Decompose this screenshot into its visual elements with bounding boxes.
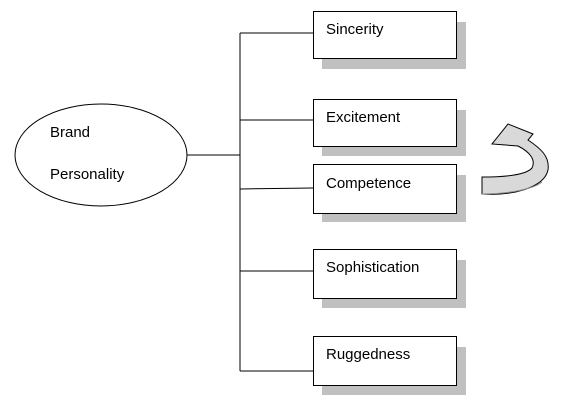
- branch-competence: [239, 187, 314, 190]
- trait-box-excitement: Excitement: [313, 99, 457, 147]
- root-label-line2: Personality: [50, 166, 125, 183]
- root-ellipse: [14, 103, 188, 207]
- trait-box-competence: Competence: [313, 164, 457, 214]
- curved-arrow-icon: [481, 123, 549, 195]
- trait-label-excitement: Excitement: [326, 109, 401, 126]
- trait-label-ruggedness: Ruggedness: [326, 346, 411, 363]
- trait-label-sophistication: Sophistication: [326, 259, 420, 276]
- trait-box-sincerity: Sincerity: [313, 11, 457, 59]
- trait-label-competence: Competence: [326, 175, 412, 192]
- root-label-line1: Brand: [50, 124, 91, 141]
- trait-label-sincerity: Sincerity: [326, 21, 384, 38]
- trait-box-ruggedness: Ruggedness: [313, 336, 457, 386]
- trait-box-sophistication: Sophistication: [313, 249, 457, 299]
